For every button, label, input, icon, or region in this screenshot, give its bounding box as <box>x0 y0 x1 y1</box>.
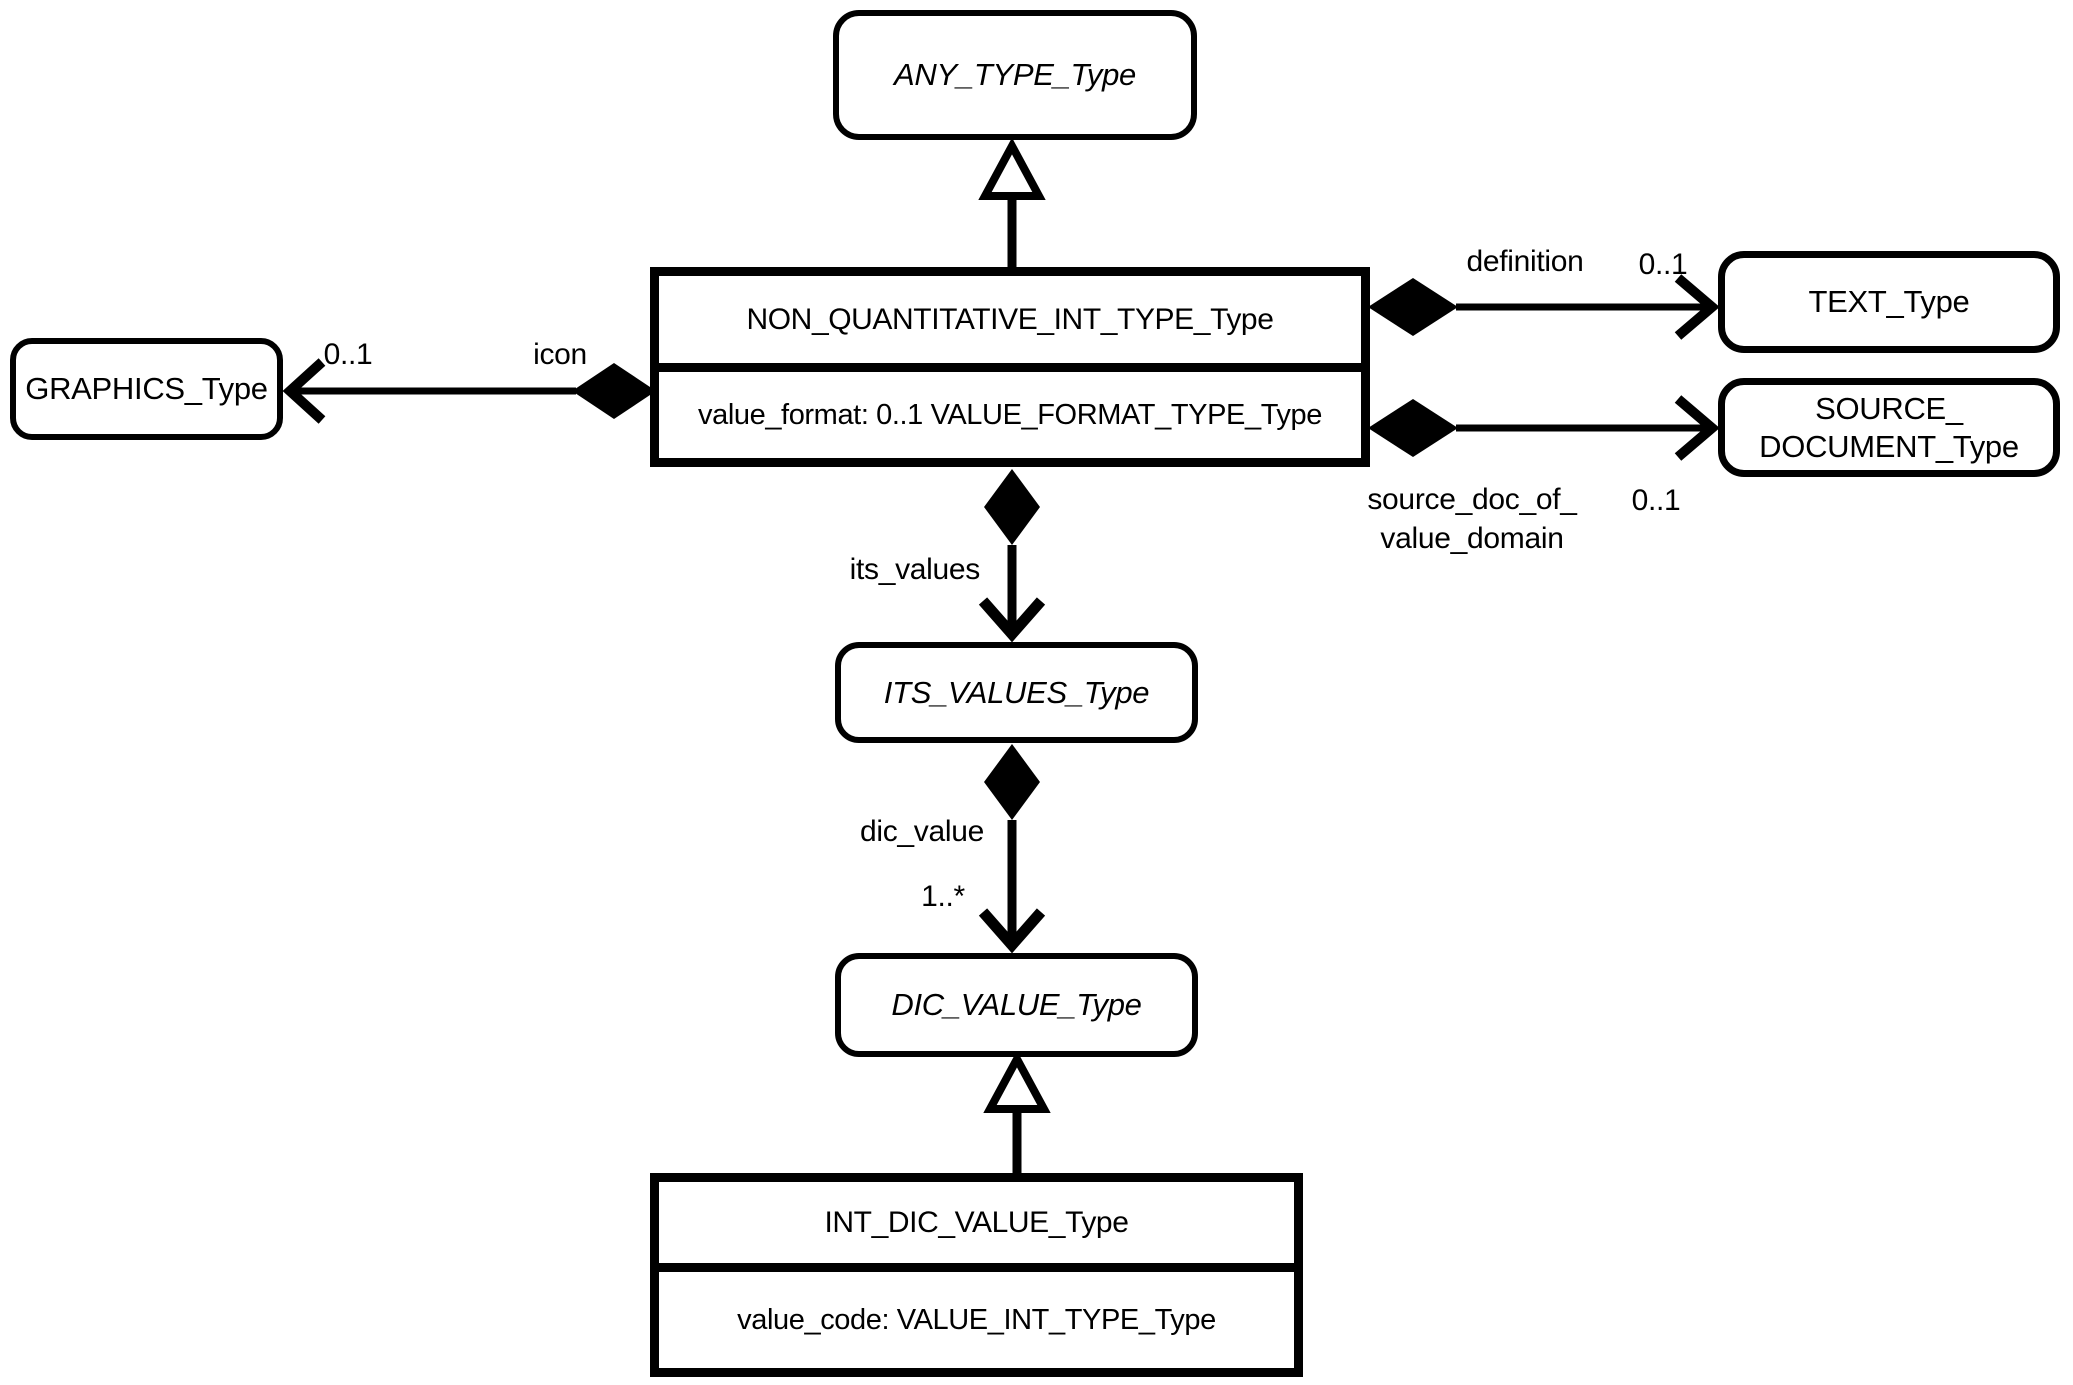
class-name: ITS_VALUES_Type <box>883 674 1150 710</box>
class-name: NON_QUANTITATIVE_INT_TYPE_Type <box>659 276 1361 372</box>
composition-edge-definition <box>1368 274 1720 340</box>
dic-value-role-label: dic_value <box>859 815 985 848</box>
class-name: DIC_VALUE_Type <box>891 987 1142 1022</box>
class-attribute-value-format: value_format: 0..1 VALUE_FORMAT_TYPE_Typ… <box>697 398 1322 431</box>
definition-role-label: definition <box>1466 245 1584 278</box>
class-box-dic-value: DIC_VALUE_Type <box>835 953 1198 1057</box>
class-box-non-quantitative-int-type: NON_QUANTITATIVE_INT_TYPE_Type value_for… <box>650 267 1370 467</box>
class-name: SOURCE_ DOCUMENT_Type <box>1759 390 2019 464</box>
class-box-its-values: ITS_VALUES_Type <box>835 642 1198 743</box>
composition-edge-icon <box>282 358 656 424</box>
source-doc-multiplicity-label: 0..1 <box>1631 484 1681 517</box>
class-box-any-type: ANY_TYPE_Type <box>833 10 1197 140</box>
generalization-edge-any-type <box>978 137 1046 267</box>
source-doc-role-label: source_doc_of_ value_domain <box>1367 483 1577 555</box>
class-attribute-value-code: value_code: VALUE_INT_TYPE_Type <box>737 1303 1216 1336</box>
composition-edge-dic-value <box>978 744 1046 954</box>
class-box-source-document: SOURCE_ DOCUMENT_Type <box>1718 378 2060 477</box>
class-box-text: TEXT_Type <box>1718 251 2060 353</box>
class-name: INT_DIC_VALUE_Type <box>659 1182 1294 1272</box>
class-box-int-dic-value: INT_DIC_VALUE_Type value_code: VALUE_INT… <box>650 1173 1303 1377</box>
definition-multiplicity-label: 0..1 <box>1638 248 1688 281</box>
dic-value-multiplicity-label: 1..* <box>921 880 965 913</box>
its-values-role-label: its_values <box>849 553 981 586</box>
icon-multiplicity-label: 0..1 <box>323 338 373 371</box>
class-name: TEXT_Type <box>1808 284 1970 319</box>
icon-role-label: icon <box>533 338 587 371</box>
composition-edge-its-values <box>978 469 1046 643</box>
class-box-graphics: GRAPHICS_Type <box>10 338 283 440</box>
class-name: ANY_TYPE_Type <box>894 57 1136 92</box>
class-name: GRAPHICS_Type <box>25 371 268 406</box>
generalization-edge-dic-value <box>983 1050 1051 1173</box>
composition-edge-source-doc <box>1368 395 1720 461</box>
